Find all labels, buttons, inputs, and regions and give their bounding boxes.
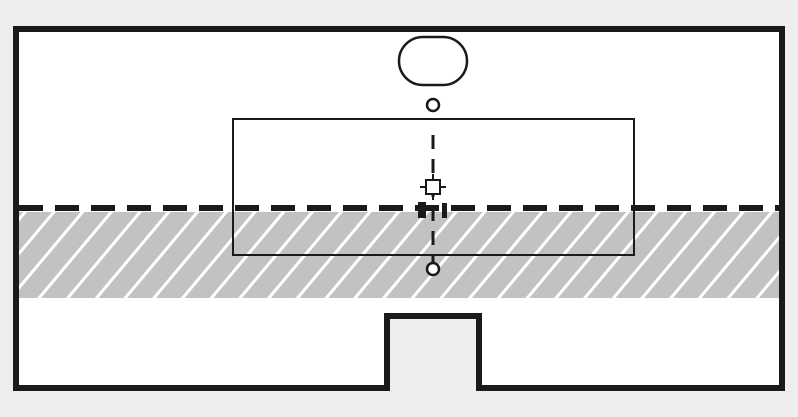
bottom-circle-marker	[425, 261, 441, 277]
top-circle-marker	[425, 97, 441, 113]
crosshair-square-icon	[420, 174, 446, 200]
intersection-marks	[418, 202, 447, 218]
pill-shape	[397, 35, 469, 87]
